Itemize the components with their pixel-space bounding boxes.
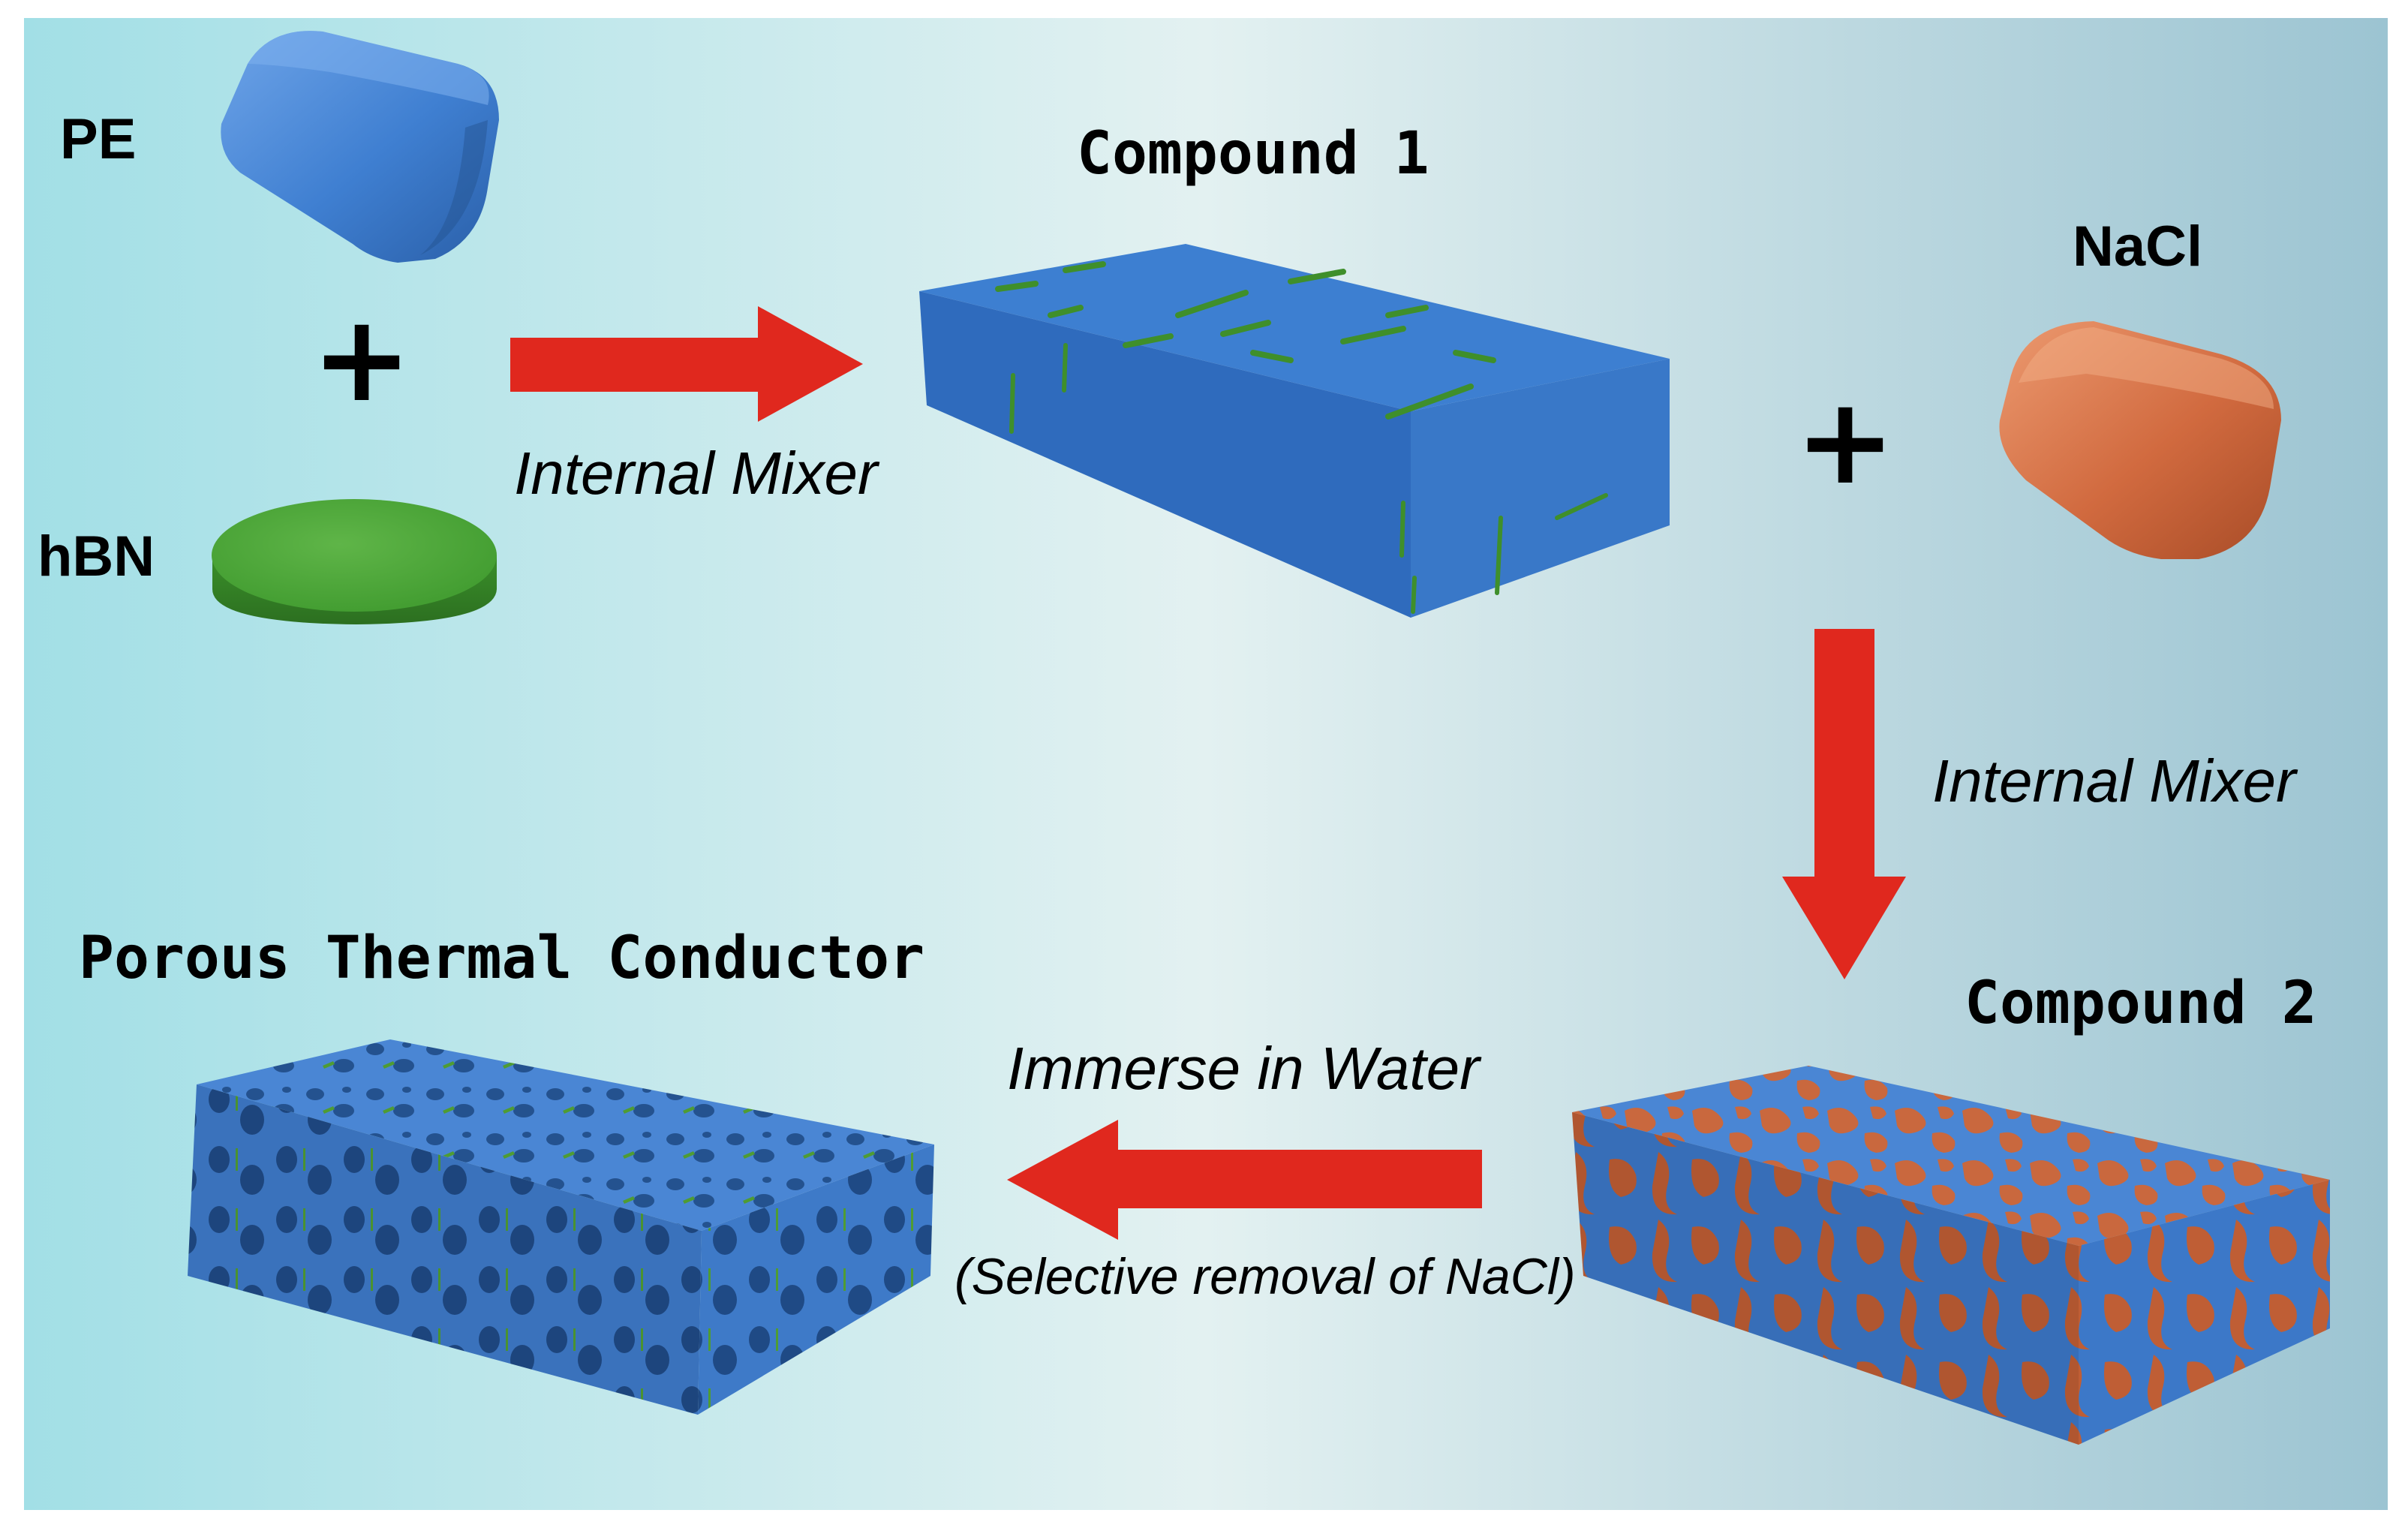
nacl-label: NaCl (2073, 215, 2203, 278)
pe-particle-icon (221, 31, 499, 263)
nacl-particle-icon (1999, 321, 2281, 559)
immerse-arrow-left (1007, 1120, 1482, 1240)
hbn-disc-icon (212, 499, 497, 624)
pe-label: PE (60, 107, 137, 171)
porous-label: Porous Thermal Conductor (79, 925, 925, 992)
mixer-arrow-right (510, 306, 863, 422)
plus-icon-2: + (1795, 371, 1896, 511)
hbn-label: hBN (38, 525, 155, 588)
plus-icon-1: + (311, 288, 413, 429)
selective-removal-label: (Selective removal of NaCl) (954, 1248, 1576, 1305)
porous-block-icon (188, 1039, 934, 1415)
mixer-label-2: Internal Mixer (1932, 747, 2296, 814)
immerse-label: Immerse in Water (1007, 1035, 1480, 1102)
compound2-label: Compound 2 (1965, 970, 2317, 1037)
compound1-block-icon (919, 244, 1670, 618)
compound1-label: Compound 1 (1077, 120, 1429, 188)
compound2-block-icon (1572, 1066, 2330, 1445)
mixer-arrow-down (1782, 629, 1906, 979)
mixer-label-1: Internal Mixer (514, 440, 878, 507)
